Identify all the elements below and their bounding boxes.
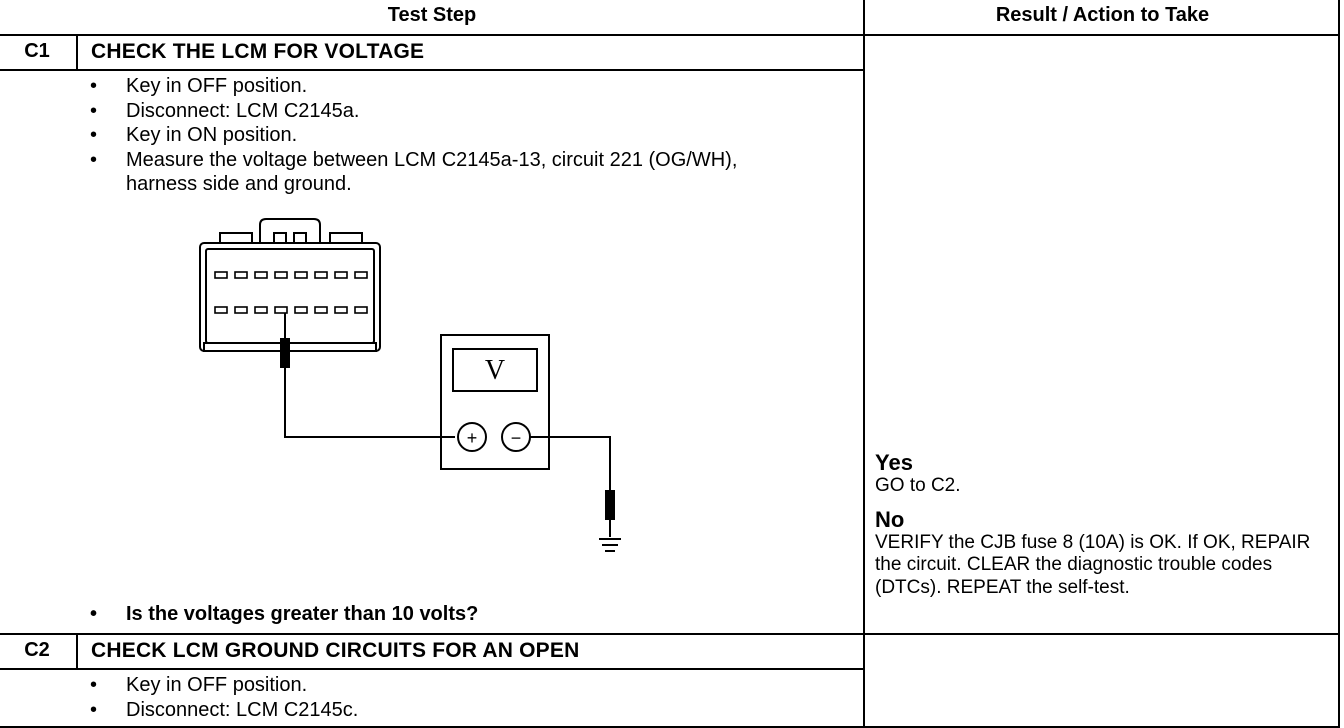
step-c1-result: Yes GO to C2. No VERIFY the CJB fuse 8 (… xyxy=(875,451,1337,599)
ground-symbol-icon xyxy=(599,538,621,552)
voltmeter-icon xyxy=(440,334,550,470)
step-c1-number-divider xyxy=(76,34,78,71)
step-c1-instructions: Key in OFF position. Disconnect: LCM C21… xyxy=(90,74,790,197)
step-c1-title-rule xyxy=(0,69,865,71)
column-divider xyxy=(863,0,865,728)
negative-terminal-symbol: − xyxy=(511,428,522,448)
step-c1-title: CHECK THE LCM FOR VOLTAGE xyxy=(91,40,425,63)
step-c2-instructions: Key in OFF position. Disconnect: LCM C21… xyxy=(90,673,790,722)
no-action: VERIFY the CJB fuse 8 (10A) is OK. If OK… xyxy=(875,531,1311,598)
step-divider xyxy=(0,633,1340,635)
negative-test-lead xyxy=(530,436,615,537)
positive-terminal-symbol: + xyxy=(467,428,478,448)
positive-test-probe xyxy=(280,313,455,438)
list-item: Disconnect: LCM C2145c. xyxy=(90,698,790,723)
step-c1-number: C1 xyxy=(24,40,50,62)
step-c2-number: C2 xyxy=(24,639,50,661)
list-item: Key in OFF position. xyxy=(90,673,790,698)
list-item: Disconnect: LCM C2145a. xyxy=(90,99,790,124)
yes-action: GO to C2. xyxy=(875,475,961,496)
list-item: Key in ON position. xyxy=(90,123,790,148)
step-c2-number-divider xyxy=(76,633,78,670)
lcm-connector-icon xyxy=(199,218,381,352)
step-c2-title: CHECK LCM GROUND CIRCUITS FOR AN OPEN xyxy=(91,639,580,662)
voltmeter-wiring-diagram: V + − xyxy=(199,218,621,552)
list-item: Measure the voltage between LCM C2145a-1… xyxy=(90,148,790,197)
list-item: Key in OFF position. xyxy=(90,74,790,99)
step-c1-question: Is the voltages greater than 10 volts? xyxy=(90,603,478,626)
column-header-test-step: Test Step xyxy=(387,4,477,26)
no-label: No xyxy=(875,506,905,532)
step-c2-title-rule xyxy=(0,668,865,670)
yes-label: Yes xyxy=(875,450,913,475)
column-header-result-action: Result / Action to Take xyxy=(995,4,1210,26)
voltmeter-display-symbol: V xyxy=(485,355,505,386)
header-bottom-rule xyxy=(0,34,1340,36)
